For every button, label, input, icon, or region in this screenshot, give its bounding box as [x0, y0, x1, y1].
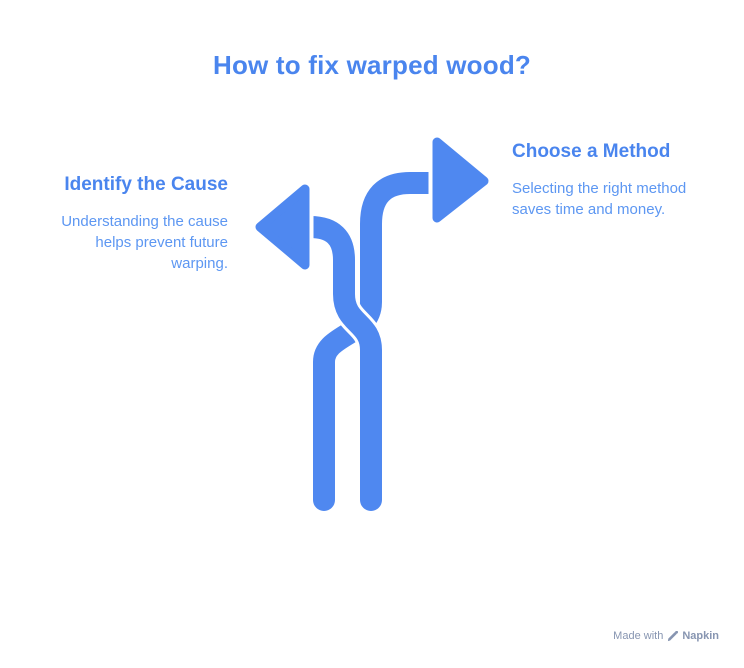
right-arrowhead-icon: [428, 133, 493, 227]
left-arrowhead-icon: [251, 180, 314, 274]
page-title: How to fix warped wood?: [212, 50, 532, 80]
brand-label: Napkin: [682, 630, 719, 642]
branch-right-description: Selecting the right method saves time an…: [512, 179, 687, 218]
made-with-label: Made with: [613, 630, 664, 642]
pen-icon: [668, 630, 679, 641]
branch-left-description: Understanding the cause helps prevent fu…: [61, 212, 228, 272]
branch-left-heading: Identify the Cause: [64, 174, 228, 195]
branch-left-text-block: Identify the Cause Understanding the cau…: [38, 173, 228, 274]
branch-right-text-block: Choose a Method Selecting the right meth…: [512, 140, 708, 220]
right-branch-line: [310, 169, 455, 514]
branch-right-heading: Choose a Method: [512, 141, 671, 162]
left-branch-line: [288, 213, 385, 514]
napkin-watermark[interactable]: Made with Napkin: [613, 628, 719, 644]
